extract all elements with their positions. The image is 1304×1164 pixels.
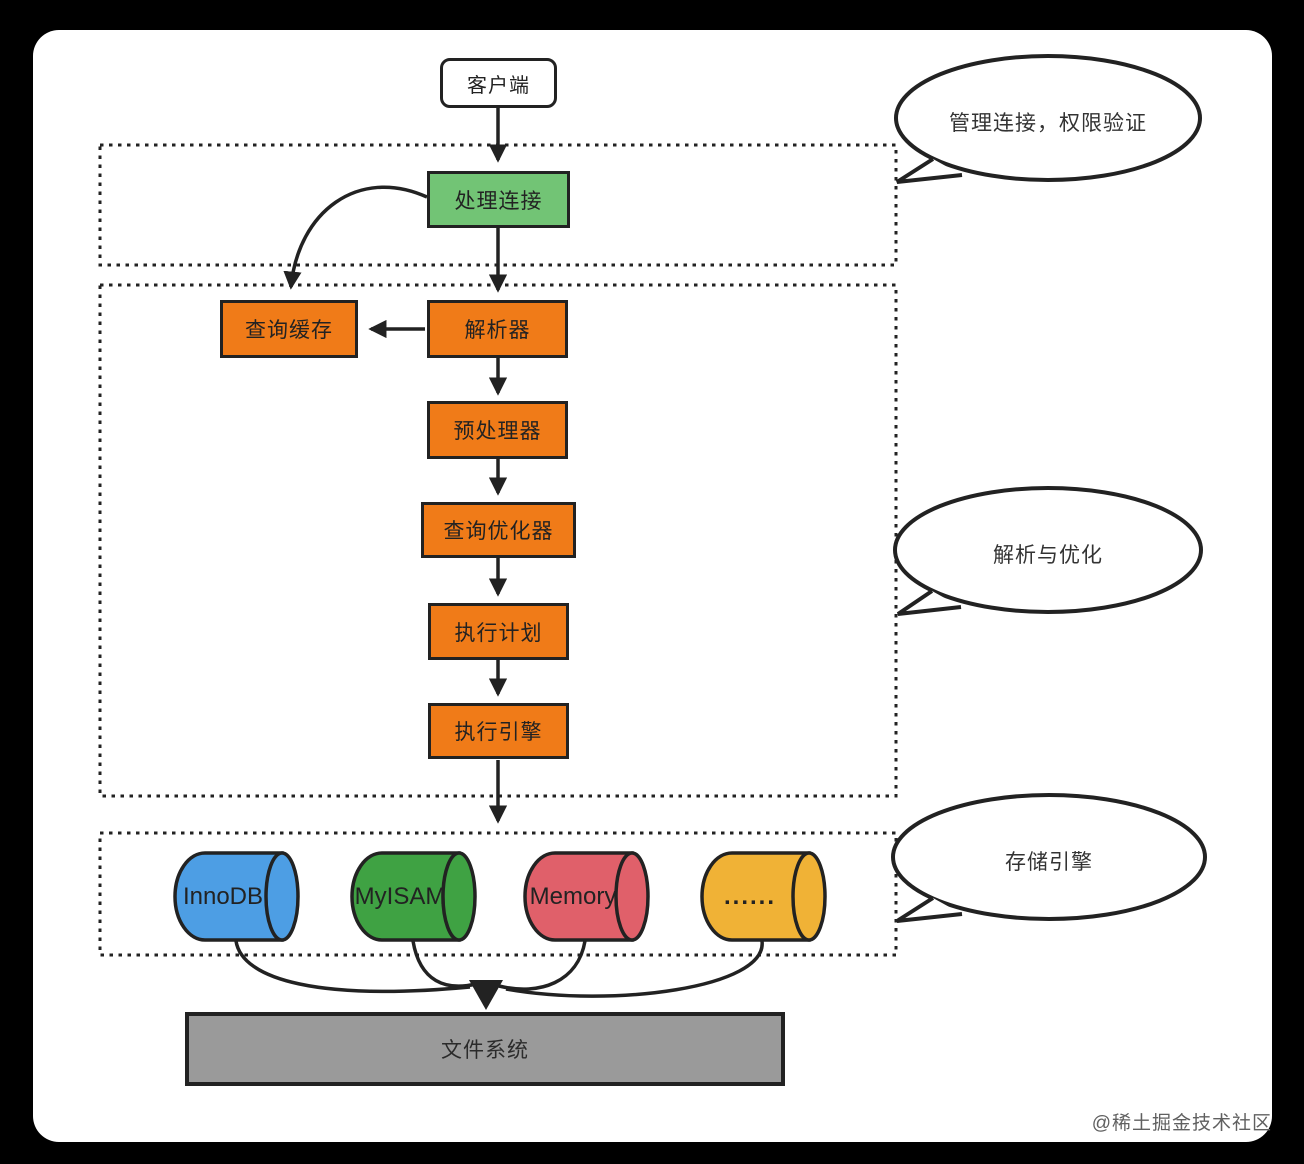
bubble-parse-label: 解析与优化 <box>993 544 1103 567</box>
link-myisam-filesystem <box>411 940 477 988</box>
label-other-engines: ...... <box>723 883 776 910</box>
bubble-parse <box>893 486 1203 614</box>
bubble-storage <box>891 793 1207 921</box>
engine-cylinders <box>173 851 827 942</box>
link-innodb-filesystem <box>234 940 471 994</box>
flow-arrows <box>283 108 508 824</box>
label-innodb: InnoDB <box>182 883 264 910</box>
cylinder-innodb <box>173 851 300 942</box>
bubble-storage-tail <box>895 896 963 923</box>
cylinder-memory <box>523 851 650 942</box>
bubble-connection <box>894 54 1202 182</box>
node-handle-connection: 处理连接 <box>427 171 570 228</box>
node-client: 客户端 <box>440 58 557 108</box>
node-parser: 解析器 <box>427 300 568 358</box>
storage-layer-border <box>98 831 898 957</box>
filesystem-arrowhead <box>469 980 503 1010</box>
node-exec-engine: 执行引擎 <box>428 703 569 759</box>
node-file-system: 文件系统 <box>185 1012 785 1086</box>
node-exec-plan: 执行计划 <box>428 603 569 660</box>
bubble-connection-tail <box>895 157 963 184</box>
speech-bubbles <box>891 54 1207 923</box>
node-preprocessor: 预处理器 <box>427 401 568 459</box>
node-optimizer: 查询优化器 <box>421 502 576 558</box>
node-query-cache: 查询缓存 <box>220 300 358 358</box>
link-memory-filesystem <box>498 940 587 991</box>
label-myisam: MyISAM <box>354 883 446 910</box>
arrow-connection-to-cache <box>283 185 428 290</box>
watermark: @稀土掘金技术社区 <box>1091 1113 1272 1134</box>
bubble-storage-label: 存储引擎 <box>1005 851 1093 874</box>
bubble-connection-label: 管理连接，权限验证 <box>949 112 1147 135</box>
bubble-parse-tail <box>896 589 962 616</box>
link-others-filesystem <box>505 940 764 998</box>
cylinder-myisam <box>350 851 477 942</box>
label-memory: Memory <box>529 883 617 910</box>
storage-to-filesystem-links <box>234 940 764 998</box>
cylinder-others <box>700 851 827 942</box>
